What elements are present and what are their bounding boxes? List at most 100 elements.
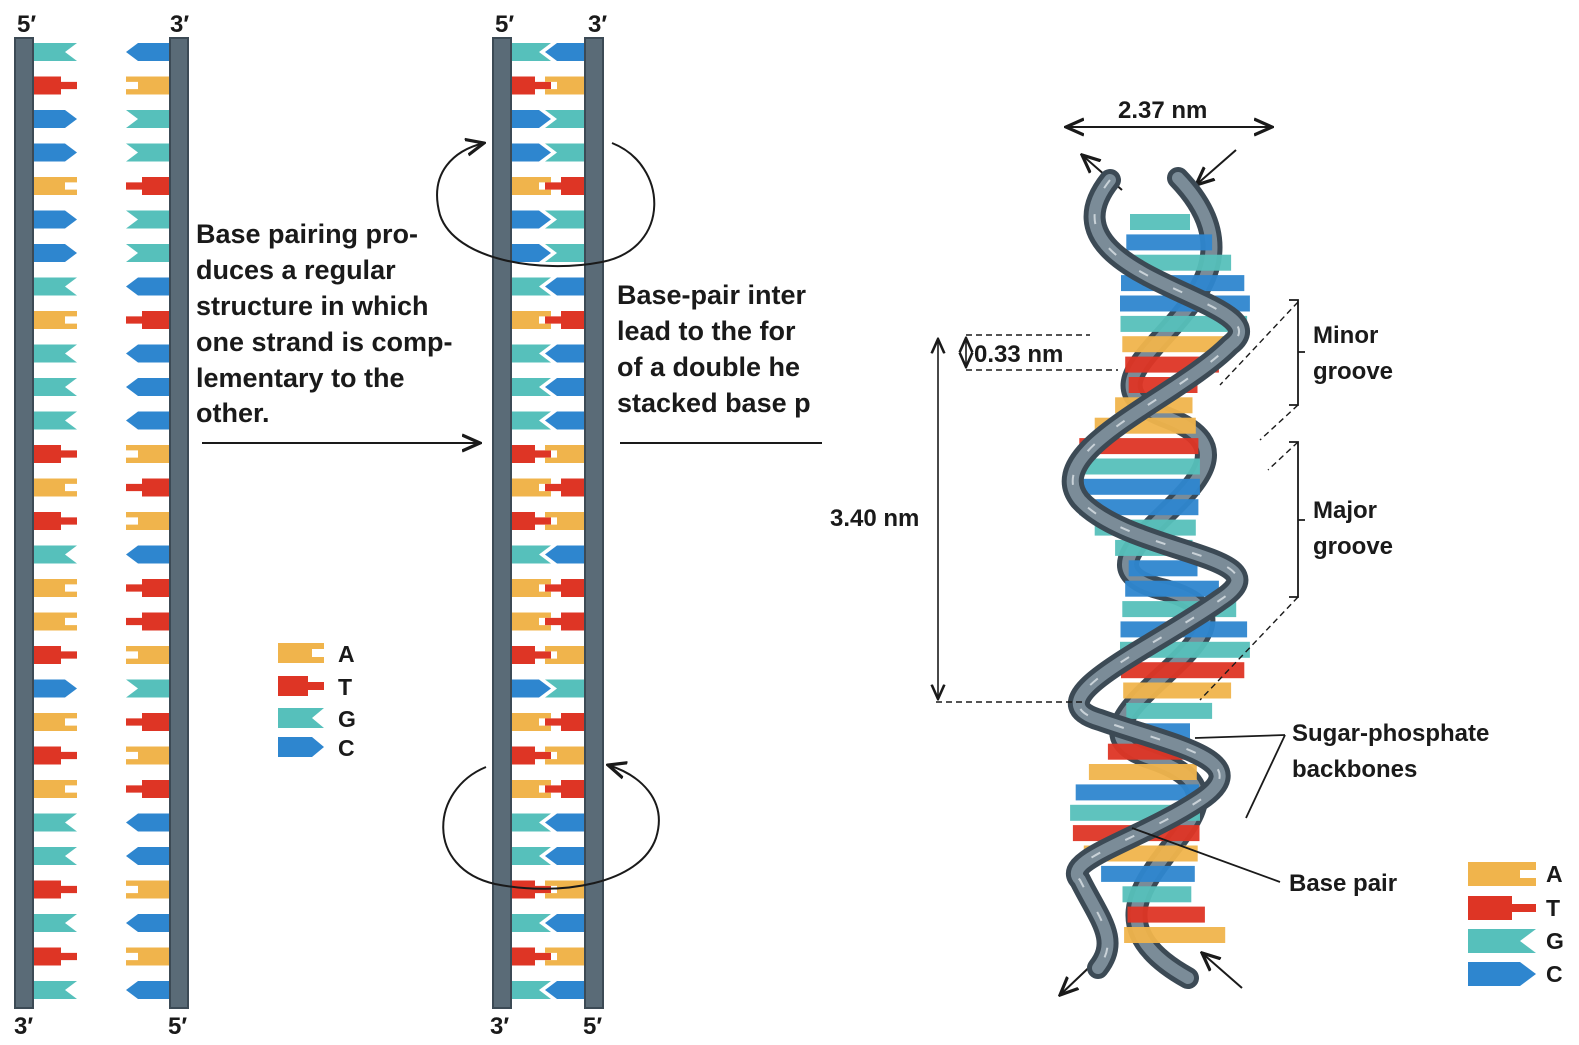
base-A [126,948,170,966]
base-pair-label: Base pair [1289,870,1397,897]
caption-line: lead to the for [617,316,796,346]
base-A [33,311,77,329]
ladder-left-backbone [493,38,511,1008]
legend-label-A: A [1546,861,1563,887]
backbone-label: Sugar-phosphate [1292,720,1489,747]
backbone-label: backbones [1292,756,1417,783]
base-C [33,211,77,229]
paired-base-C [545,378,585,396]
caption-line: duces a regular [196,255,396,285]
legend-swatch-T [1468,896,1536,920]
base-C [126,847,170,865]
paired-base-C [511,211,551,229]
caption-line: Base pairing pro- [196,219,418,249]
double-helix-panel: 2.37 nm 0.33 nm 3.40 nm Minor groove [830,97,1564,995]
helix-base-C [1076,784,1199,800]
paired-base-C [545,412,585,430]
base-T [126,479,170,497]
helix-base-C [1126,234,1212,250]
paired-ladder-panel: 5′ 3′ 3′ 5′ Base-pair inter lead to the … [437,11,863,1040]
rise-label: 0.33 nm [974,341,1063,368]
legend-swatch-A [1468,862,1536,886]
helix-base-A [1124,927,1225,943]
legend-swatch-A [278,643,324,663]
major-groove-guide [1268,442,1298,470]
base-A [126,77,170,95]
base-G [33,345,77,363]
base-A [33,713,77,731]
base-G [33,43,77,61]
minor-groove-label: groove [1313,358,1393,385]
strand-bases-group [33,43,170,999]
strand-end-arrow [1202,953,1242,988]
backbone-pointer [1246,735,1285,818]
base-G [126,144,170,162]
paired-base-C [511,680,551,698]
ladder-right-bottom-end-label: 5′ [583,1013,602,1040]
base-G [126,244,170,262]
base-G [33,981,77,999]
legend-label-G: G [1546,928,1564,954]
legend-label-C: C [1546,961,1563,987]
base-C [126,278,170,296]
strand2-bottom-end-label: 5′ [168,1013,187,1040]
paired-base-C [545,546,585,564]
base-G [126,680,170,698]
base-G [126,110,170,128]
base-T [126,713,170,731]
major-groove-bracket [1289,442,1305,597]
legend-swatch-C [278,737,324,757]
base-T [126,177,170,195]
paired-base-C [511,110,551,128]
base-C [33,244,77,262]
base-A [126,512,170,530]
paired-base-C [545,43,585,61]
base-C [33,110,77,128]
legend-swatch-G [278,708,324,728]
ladder-left-bottom-end-label: 3′ [490,1013,509,1040]
legend-label-C: C [338,735,355,761]
base-T [33,881,77,899]
strand1-bottom-end-label: 3′ [14,1013,33,1040]
base-A [126,881,170,899]
paired-base-C [545,847,585,865]
helix-base-C [1101,866,1195,882]
base-T [33,948,77,966]
backbone-pointer [1195,735,1285,738]
base-C [126,345,170,363]
ladder-right-backbone [585,38,603,1008]
ladder-right-top-end-label: 3′ [588,11,607,38]
minor-groove-bracket [1289,300,1305,405]
caption-line: other. [196,398,270,428]
base-C [126,412,170,430]
helix-base-T [1128,907,1205,923]
major-groove-label: Major [1313,497,1377,524]
base-G [33,847,77,865]
base-T [126,579,170,597]
base-C [126,914,170,932]
right-legend: A T G C [1468,861,1564,987]
legend-label-T: T [338,674,352,700]
caption-line: lementary to the [196,363,405,393]
helix-base-G [1130,214,1190,230]
base-A [33,177,77,195]
strand1-top-end-label: 5′ [17,11,36,38]
caption-line: of a double he [617,352,800,382]
base-T [126,613,170,631]
base-G [33,278,77,296]
paired-base-C [545,345,585,363]
caption-clip-mask [823,270,863,430]
base-G [33,814,77,832]
helix-caption: Base-pair inter lead to the for of a dou… [617,280,811,418]
caption-line: Base-pair inter [617,280,807,310]
helix-width-label: 2.37 nm [1118,97,1207,124]
base-G [33,546,77,564]
legend-label-T: T [1546,895,1560,921]
right-strand-backbone [170,38,188,1008]
legend-swatch-C [1468,962,1536,986]
base-G [33,378,77,396]
helix-base-C [1125,581,1219,597]
paired-base-C [511,144,551,162]
separate-strands-panel: 5′ 3′ 3′ 5′ Base pairing pro- duces a re… [14,11,480,1040]
